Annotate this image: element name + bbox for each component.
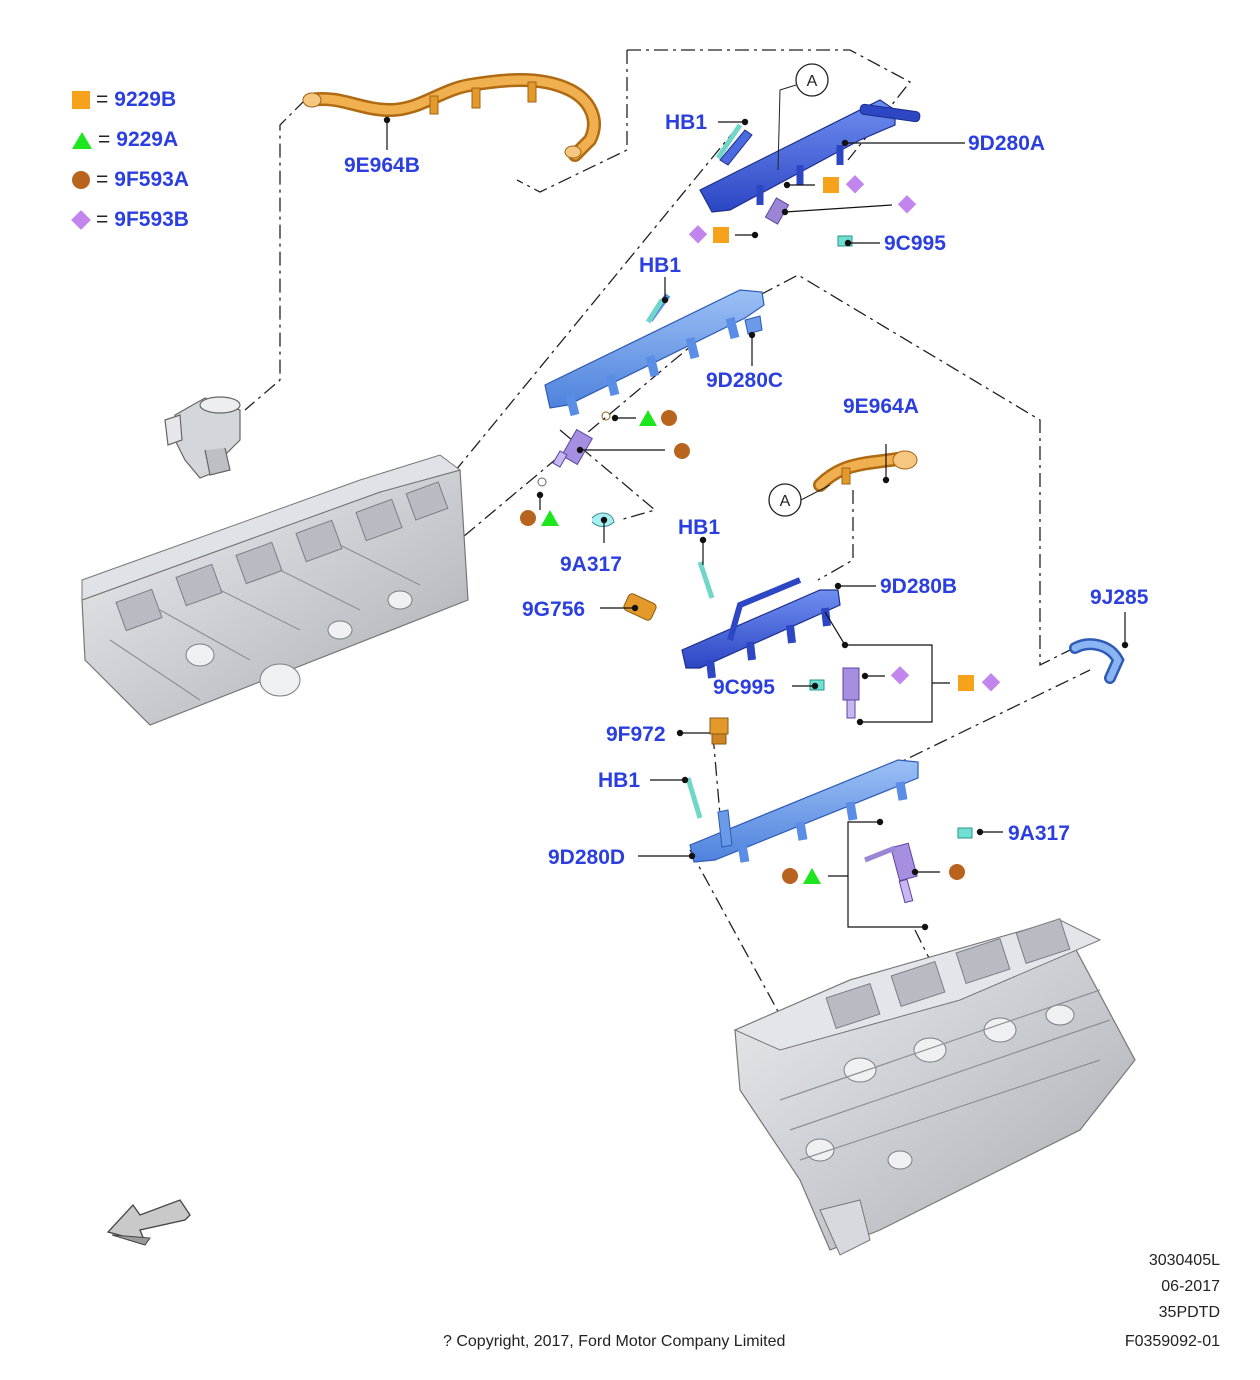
callout-a-top-letter: A bbox=[807, 73, 818, 90]
legend: = 9229B = 9229A = 9F593A = 9F593B bbox=[71, 80, 189, 240]
legend-code: 9F593B bbox=[114, 208, 189, 231]
label-9a317-left: 9A317 bbox=[560, 553, 622, 576]
label-hb1-third: HB1 bbox=[678, 516, 720, 539]
triangle-icon bbox=[72, 131, 92, 149]
label-hb1-fourth: HB1 bbox=[598, 769, 640, 792]
label-9c995-top: 9C995 bbox=[884, 232, 946, 255]
square-icon bbox=[72, 91, 90, 109]
label-9f972: 9F972 bbox=[606, 723, 666, 746]
leader-lines bbox=[386, 120, 1126, 928]
callout-a-top: A bbox=[777, 63, 829, 171]
label-9d280b: 9D280B bbox=[880, 575, 957, 598]
callout-a-mid: A bbox=[768, 483, 831, 517]
symbol-square-markers bbox=[713, 177, 974, 691]
fuel-rail-9d280c bbox=[544, 289, 765, 417]
legend-row-square: = 9229B bbox=[72, 80, 189, 120]
label-9d280c: 9D280C bbox=[706, 369, 783, 392]
label-9c995-mid: 9C995 bbox=[713, 676, 775, 699]
injector-left bbox=[537, 411, 611, 487]
legend-row-triangle: = 9229A bbox=[72, 120, 189, 160]
high-pressure-pump bbox=[164, 396, 241, 479]
model-code: 35PDTD bbox=[1158, 1304, 1220, 1321]
label-9j285: 9J285 bbox=[1090, 586, 1149, 609]
legend-equals: = bbox=[96, 88, 109, 111]
symbol-diamond-markers bbox=[688, 175, 1001, 692]
fuel-rail-9d280d bbox=[689, 759, 919, 863]
front-direction-arrow bbox=[106, 1199, 191, 1246]
legend-code: 9F593A bbox=[114, 168, 189, 191]
cylinder-head-right bbox=[733, 918, 1136, 1256]
symbol-circle-markers bbox=[520, 410, 965, 884]
label-9d280a: 9D280A bbox=[968, 132, 1045, 155]
legend-row-diamond: = 9F593B bbox=[71, 200, 189, 240]
label-9d280d: 9D280D bbox=[548, 846, 625, 869]
leader-dots bbox=[383, 116, 1129, 931]
injector-middle bbox=[809, 667, 860, 719]
fuel-tube-9e964b bbox=[302, 73, 601, 162]
drawing-number: 3030405L bbox=[1148, 1252, 1220, 1269]
cylinder-head-left bbox=[81, 454, 469, 726]
plug-9f972 bbox=[709, 717, 729, 745]
figure-id: F0359092-01 bbox=[1124, 1333, 1220, 1350]
label-9e964a: 9E964A bbox=[843, 395, 919, 418]
fuel-tube-9e964a bbox=[813, 450, 918, 492]
part-labels: 9E964B HB1 9D280A 9C995 HB1 9D280C 9E964… bbox=[344, 111, 1149, 869]
label-9a317-right: 9A317 bbox=[1008, 822, 1070, 845]
legend-equals: = bbox=[96, 168, 109, 191]
label-hb1-top: HB1 bbox=[665, 111, 707, 134]
copyright-text: ? Copyright, 2017, Ford Motor Company Li… bbox=[443, 1333, 786, 1350]
drawing-date: 06-2017 bbox=[1161, 1278, 1220, 1295]
fitting-9j285 bbox=[1069, 638, 1125, 684]
legend-row-circle: = 9F593A bbox=[72, 160, 189, 200]
circle-icon bbox=[72, 171, 90, 189]
legend-equals: = bbox=[96, 208, 109, 231]
fuel-rail-9d280b bbox=[623, 577, 841, 679]
label-9g756: 9G756 bbox=[522, 598, 585, 621]
legend-code: 9229A bbox=[116, 128, 179, 151]
injector-right bbox=[864, 827, 973, 904]
label-9e964b: 9E964B bbox=[344, 154, 420, 177]
fuel-rail-9d280a bbox=[699, 99, 921, 225]
symbol-triangle-markers bbox=[541, 410, 821, 884]
bolts-hb1 bbox=[645, 123, 743, 819]
legend-code: 9229B bbox=[114, 88, 177, 111]
legend-equals: = bbox=[98, 128, 111, 151]
label-hb1-second: HB1 bbox=[639, 254, 681, 277]
diamond-icon bbox=[71, 210, 91, 230]
callout-a-mid-letter: A bbox=[780, 493, 791, 510]
